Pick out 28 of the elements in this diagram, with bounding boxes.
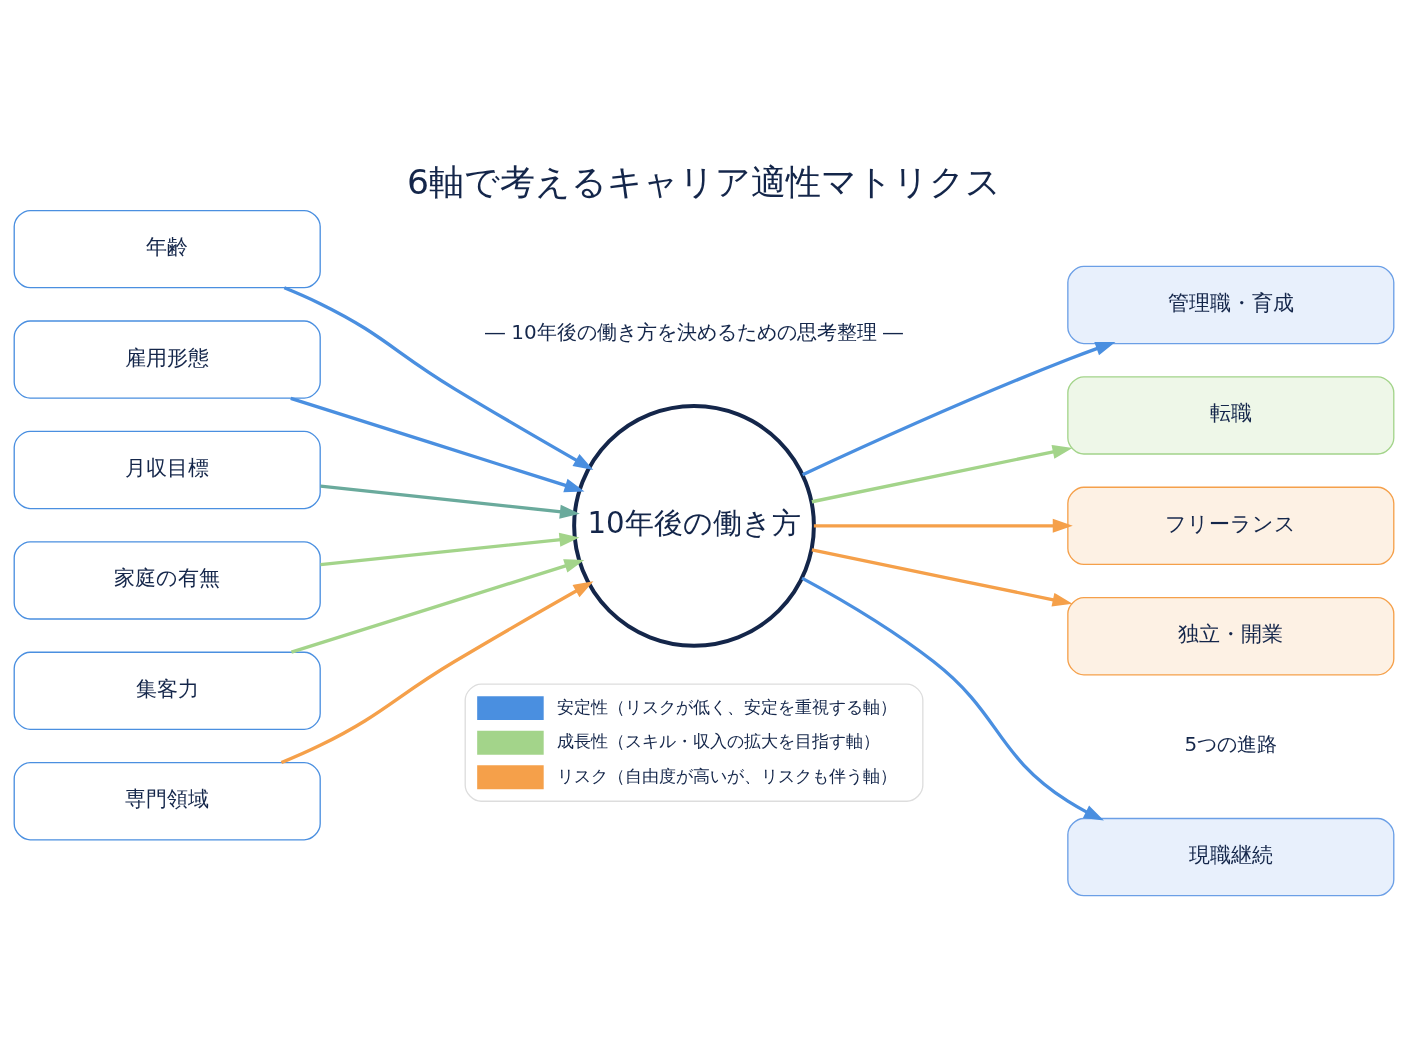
node-box: フリーランス [1067, 486, 1395, 565]
arrow [283, 285, 594, 470]
label: ― 10年後の働き方を決めるための思考整理 ― [485, 319, 903, 344]
node-box: 集客力 [13, 651, 321, 730]
arrow [801, 576, 1104, 821]
diagram-title: 6軸で考えるキャリア適性マトリクス [407, 161, 1001, 202]
legend-label: 安定性（リスクが低く、安定を重視する軸） [557, 696, 897, 717]
arrow [320, 532, 580, 566]
label: 5つの進路 [1184, 731, 1278, 756]
arrow [811, 444, 1073, 503]
arrow [801, 341, 1116, 476]
arrow [290, 558, 585, 654]
node-box: 雇用形態 [13, 319, 321, 399]
arrow [290, 396, 585, 492]
arrow [280, 580, 594, 764]
node-box: 家庭の有無 [13, 540, 321, 620]
node-box: 独立・開業 [1067, 596, 1395, 675]
node-box: 現職継続 [1067, 817, 1395, 896]
arrow [813, 518, 1073, 533]
arrow [320, 484, 580, 519]
node-box: 専門領域 [13, 761, 321, 840]
node-box: 管理職・育成 [1067, 265, 1395, 344]
node-box: 年齢 [13, 209, 321, 288]
node-box: 転職 [1067, 375, 1395, 455]
legend-label: リスク（自由度が高いが、リスクも伴う軸） [557, 765, 897, 786]
node-box: 月収目標 [13, 430, 321, 509]
legend-label: 成長性（スキル・収入の拡大を目指す軸） [557, 730, 880, 751]
arrow [811, 547, 1073, 607]
